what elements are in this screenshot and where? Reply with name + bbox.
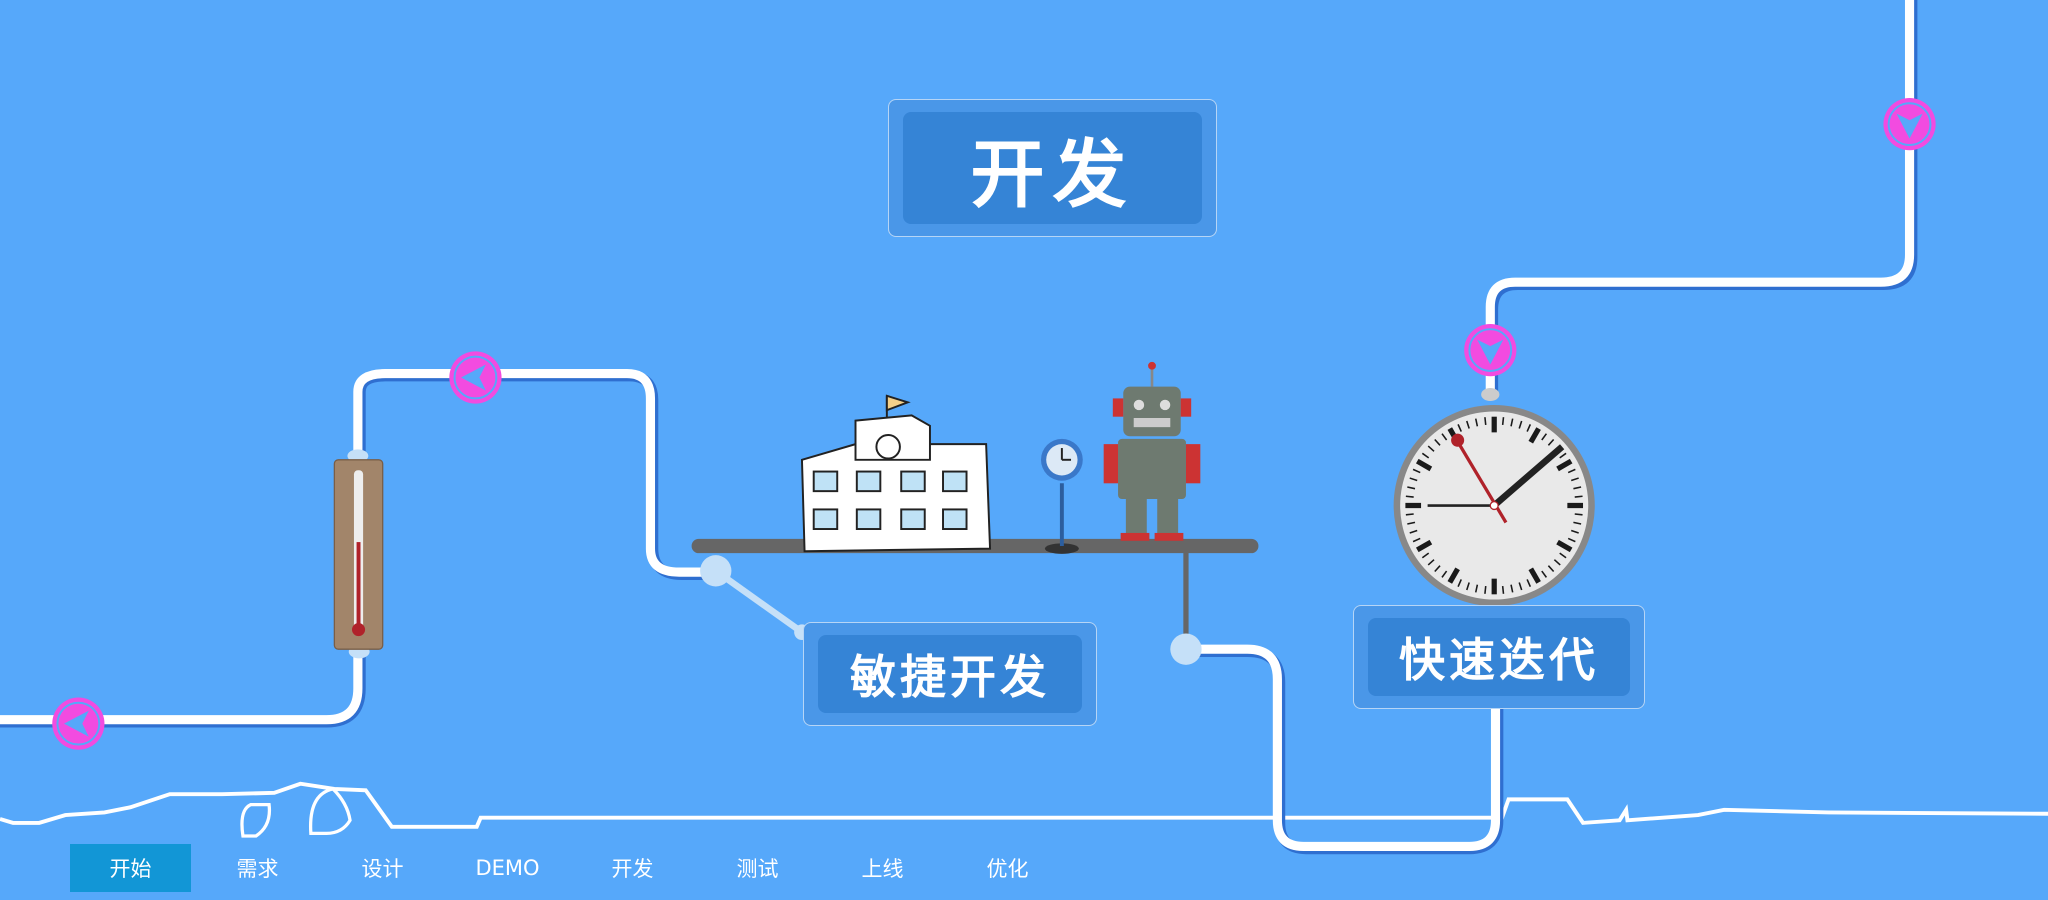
clock-tick — [1556, 539, 1573, 553]
clock-tick — [1570, 529, 1579, 534]
pipe-1 — [0, 369, 721, 725]
clock-tick — [1573, 521, 1582, 525]
clock-tick — [1434, 438, 1441, 446]
nav-item-design[interactable]: 设计 — [361, 857, 404, 881]
stand-clock-icon — [1040, 438, 1083, 554]
clock-tick — [1541, 570, 1548, 578]
nav-item-testing[interactable]: 测试 — [736, 857, 779, 881]
arrow-left-icon[interactable] — [52, 697, 105, 750]
clock-tick — [1409, 477, 1418, 482]
clock-tick — [1518, 582, 1523, 591]
agile-label: 敏捷开发 — [818, 635, 1082, 713]
nav-item-demo[interactable]: DEMO — [475, 856, 540, 880]
clock-tick — [1405, 495, 1414, 498]
robot-icon — [1103, 361, 1201, 541]
connector-node — [700, 555, 732, 587]
clock-tick — [1567, 537, 1576, 543]
clock-tick — [1559, 452, 1567, 459]
clock-tick — [1528, 567, 1541, 584]
clock-tick — [1547, 565, 1555, 573]
clock-tick — [1501, 585, 1505, 594]
clock-tick — [1415, 458, 1433, 472]
clock-tick — [1407, 521, 1416, 525]
clock-tick — [1526, 424, 1532, 432]
clock-tick — [1427, 445, 1435, 452]
pipe-2 — [1181, 644, 1501, 851]
clock-tick — [1412, 537, 1421, 543]
arrow-down-icon[interactable] — [1883, 98, 1936, 151]
clock-tick — [1427, 559, 1435, 566]
arrow-left-icon[interactable] — [449, 351, 502, 404]
connector-node — [1170, 633, 1202, 665]
clock-tick — [1466, 582, 1470, 591]
clock-tick — [1421, 452, 1430, 459]
clock-tick — [1441, 570, 1448, 578]
iteration-label-box: 快速迭代 — [1353, 605, 1645, 709]
agile-label-box: 敏捷开发 — [803, 622, 1097, 726]
page-title: 开发 — [903, 112, 1202, 224]
clock-tick — [1570, 477, 1579, 482]
clock-tick — [1510, 418, 1514, 427]
clock-tick — [1484, 585, 1487, 594]
clock-tick — [1541, 433, 1548, 441]
clock-tick — [1574, 513, 1583, 516]
nav-item-development[interactable]: 开发 — [611, 857, 654, 881]
nav-item-launch[interactable]: 上线 — [861, 857, 904, 881]
clock-tick — [1518, 420, 1523, 429]
clock-tick — [1405, 513, 1414, 516]
clock-tick — [1409, 529, 1418, 534]
clock-tick — [1501, 417, 1505, 426]
iteration-label: 快速迭代 — [1368, 618, 1630, 696]
clock-tick — [1556, 458, 1573, 472]
clock-tick — [1412, 468, 1421, 474]
clock-tick — [1553, 559, 1561, 566]
wall-clock-icon — [1393, 387, 1595, 607]
skyline-arch — [240, 787, 352, 838]
clock-tick — [1567, 468, 1576, 474]
bottom-nav: 开始 需求 设计 DEMO 开发 测试 上线 优化 — [70, 844, 1070, 892]
clock-tick — [1441, 433, 1448, 441]
nav-item-optimize[interactable]: 优化 — [986, 857, 1029, 881]
clock-tick — [1573, 486, 1582, 490]
clock-tick — [1447, 567, 1460, 584]
clock-tick — [1547, 438, 1555, 446]
clock-tick — [1559, 552, 1567, 559]
clock-tick — [1457, 579, 1462, 587]
thermometer-icon — [333, 449, 384, 659]
page-title-box: 开发 — [888, 99, 1217, 237]
skyline — [0, 781, 2048, 829]
clock-tick — [1528, 427, 1541, 444]
clock-tick — [1407, 486, 1416, 490]
clock-tick — [1415, 539, 1433, 553]
clock-tick — [1574, 495, 1583, 498]
clock-tick — [1510, 584, 1514, 593]
pipe-3 — [1485, 0, 1915, 397]
clock-tick — [1434, 565, 1441, 573]
clock-tick — [1474, 418, 1479, 427]
clock-tick — [1526, 579, 1532, 587]
clock-tick — [1484, 417, 1487, 426]
clock-tick — [1466, 420, 1470, 429]
clock-tick — [1457, 424, 1462, 432]
nav-item-start[interactable]: 开始 — [70, 844, 191, 892]
clock-tick — [1474, 584, 1479, 593]
nav-item-requirements[interactable]: 需求 — [236, 857, 279, 881]
building-icon — [800, 394, 992, 553]
arrow-down-icon[interactable] — [1464, 323, 1517, 377]
clock-tick — [1421, 552, 1430, 559]
